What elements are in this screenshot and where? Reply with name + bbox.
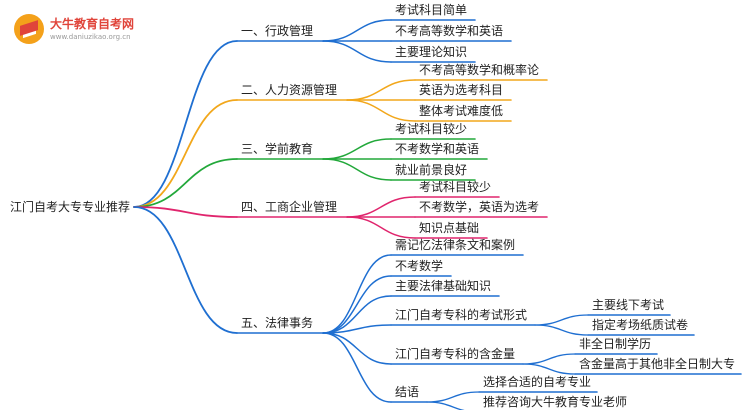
branch-5-item-4-to-branch-5-item-4-sub-1 <box>534 314 589 326</box>
branch-5-item-6-sub-1: 选择合适的自考专业 <box>483 375 592 389</box>
branch-5-label-to-branch-5-item-4 <box>322 324 392 334</box>
branch-3-item-2: 不考数学和英语 <box>395 142 480 156</box>
branch-5-label-to-branch-5-item-5 <box>322 332 392 365</box>
branch-5-label-to-branch-5-item-3 <box>322 295 392 334</box>
branch-5-item-2: 不考数学 <box>395 259 444 273</box>
branch-1-item-3: 主要理论知识 <box>395 45 468 59</box>
branch-1-label-to-branch-1-item-3 <box>322 40 392 63</box>
branch-5-item-4-sub-1: 主要线下考试 <box>592 298 665 312</box>
branch-5-item-4-to-branch-5-item-4-sub-2 <box>534 324 589 336</box>
branch-2-label-to-branch-2-item-3 <box>346 99 416 122</box>
branch-5-label: 五、法律事务 <box>241 316 314 330</box>
branch-3-label-to-branch-3-item-1 <box>322 138 392 160</box>
branch-4-item-1: 考试科目较少 <box>419 180 492 194</box>
branch-1-item-1: 考试科目简单 <box>395 3 468 17</box>
brand-site: www.daniuzikao.org.cn <box>50 33 131 41</box>
branch-4-label: 四、工商企业管理 <box>241 200 338 214</box>
branch-5-item-5-to-branch-5-item-5-sub-1 <box>522 353 576 365</box>
branch-2-item-3: 整体考试难度低 <box>419 104 504 118</box>
branch-2-label: 二、人力资源管理 <box>241 83 338 97</box>
branch-1-label: 一、行政管理 <box>241 24 314 38</box>
branch-5-item-4-sub-2: 指定考场纸质试卷 <box>592 318 689 332</box>
branch-2-item-1: 不考高等数学和概率论 <box>419 63 540 77</box>
branch-5-item-6-to-branch-5-item-6-sub-1 <box>426 391 480 403</box>
branch-4-label-to-branch-4-item-3 <box>346 216 416 239</box>
branch-5-item-6-sub-2: 推荐咨询大牛教育专业老师 <box>483 395 628 409</box>
root-node: 江门自考大专专业推荐 <box>10 200 131 214</box>
branch-2-label-to-branch-2-item-1 <box>346 79 416 101</box>
root-to-branch-3-label <box>133 158 238 208</box>
branch-1-label-to-branch-1-item-1 <box>322 19 392 42</box>
branch-5-label-to-branch-5-item-6 <box>322 332 392 403</box>
branch-5-label-to-branch-5-item-1 <box>322 254 392 334</box>
branch-4-item-3: 知识点基础 <box>419 221 480 235</box>
root-to-branch-5-label <box>133 206 238 334</box>
branch-5-item-3: 主要法律基础知识 <box>395 279 492 293</box>
branch-3-label-to-branch-3-item-3 <box>322 158 392 181</box>
branch-5-item-5-to-branch-5-item-5-sub-2 <box>522 363 576 375</box>
brand-name: 大牛教育自考网 <box>50 17 135 31</box>
branch-4-item-2: 不考数学，英语为选考 <box>419 200 540 214</box>
graduation-cap-logo-icon <box>14 14 44 44</box>
branch-1-item-2: 不考高等数学和英语 <box>395 24 504 38</box>
branch-3-item-1: 考试科目较少 <box>395 122 468 136</box>
branch-5-item-6: 结语 <box>395 385 420 399</box>
branch-5-item-5-sub-2: 含金量高于其他非全日制大专 <box>579 357 736 371</box>
branch-5-item-5: 江门自考专科的含金量 <box>395 347 516 361</box>
branch-5-item-5-sub-1: 非全日制学历 <box>579 337 652 351</box>
root-to-branch-4-label <box>133 206 238 218</box>
branch-2-item-2: 英语为选考科目 <box>419 83 504 97</box>
root-to-branch-1-label <box>133 40 238 208</box>
branch-5-item-4: 江门自考专科的考试形式 <box>395 308 528 322</box>
branch-4-label-to-branch-4-item-1 <box>346 196 416 218</box>
branch-5-label-to-branch-5-item-2 <box>322 275 392 334</box>
branch-5-item-6-to-branch-5-item-6-sub-2 <box>426 401 465 410</box>
root-to-branch-2-label <box>133 99 238 208</box>
branch-5-item-1: 需记忆法律条文和案例 <box>395 238 516 252</box>
branch-3-item-3: 就业前景良好 <box>395 163 468 177</box>
branch-3-label: 三、学前教育 <box>241 142 314 156</box>
